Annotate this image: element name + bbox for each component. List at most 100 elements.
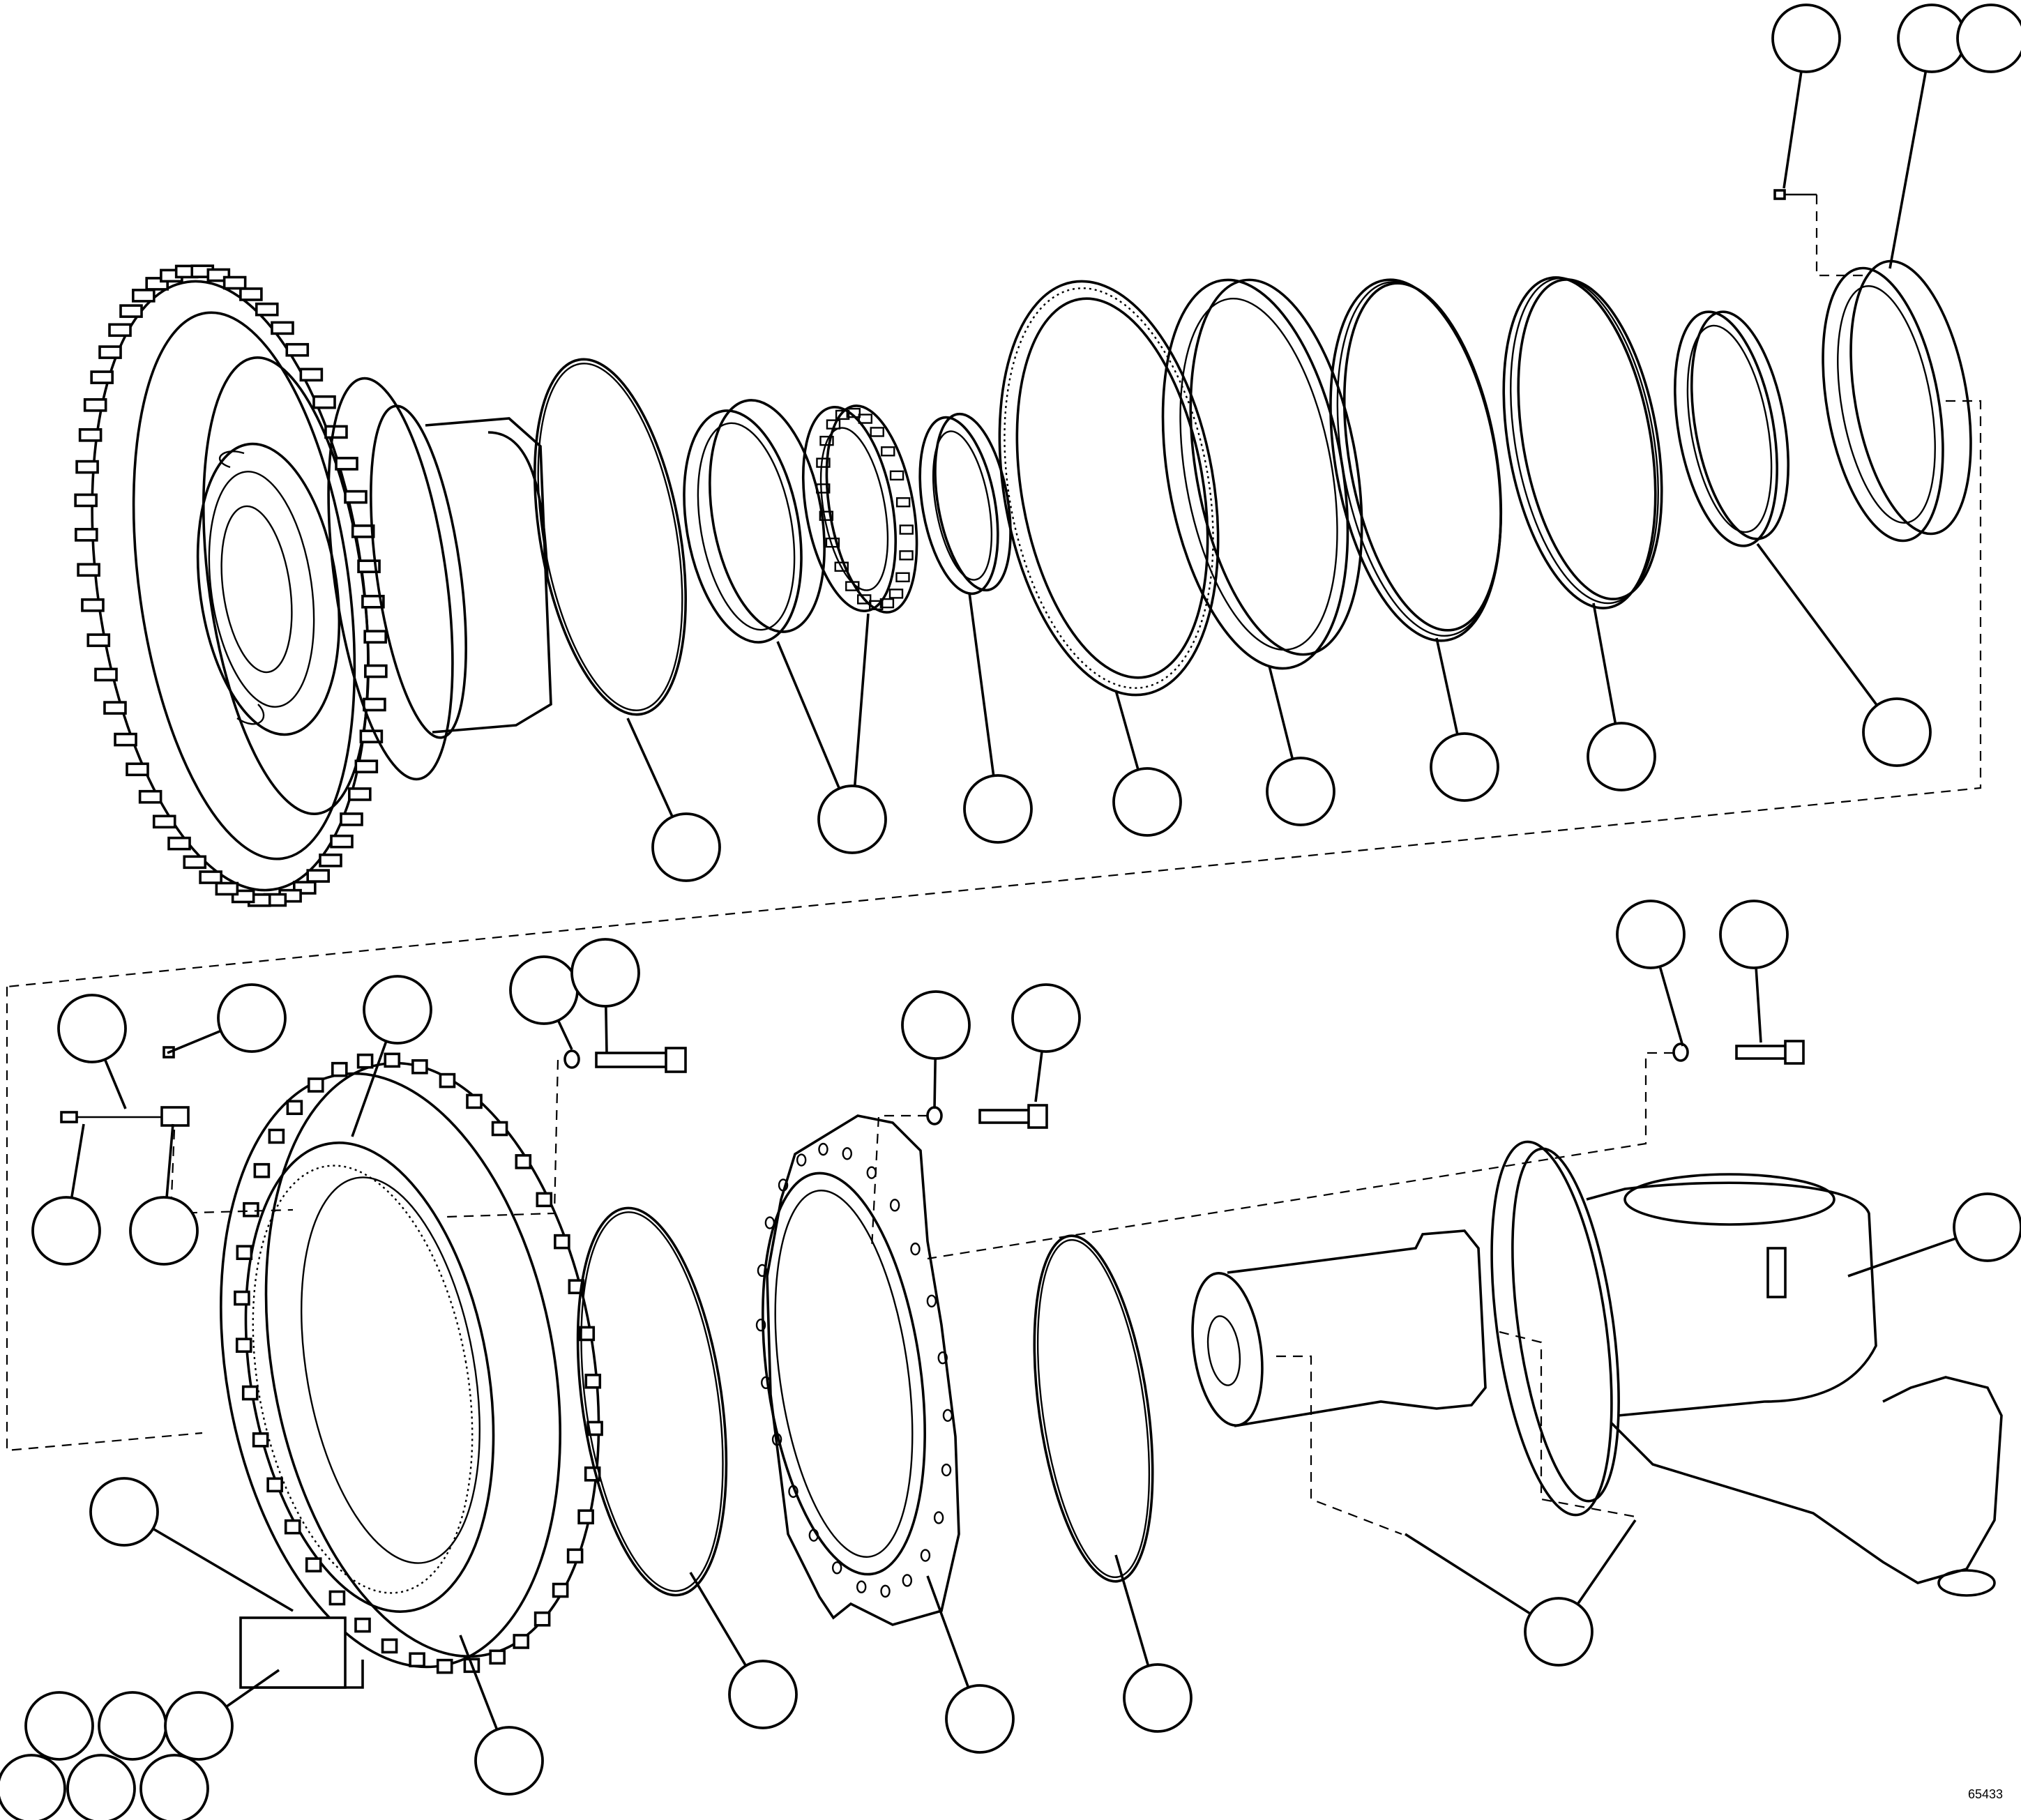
plate-bolt-hole: [933, 1511, 944, 1524]
housing-bolt: [356, 1053, 374, 1069]
plate-bolt-hole: [920, 1549, 931, 1562]
callout-bubble: [1011, 983, 1081, 1053]
wheel-stud-ring: [74, 264, 388, 907]
bearing-roller: [835, 409, 850, 420]
leader-line: [1888, 38, 1933, 269]
housing-bolt: [554, 1234, 570, 1250]
housing-bolt: [384, 1052, 401, 1068]
brake-plate: [755, 1114, 960, 1626]
housing-bolt: [305, 1557, 322, 1572]
wheel-stud: [348, 787, 372, 801]
callout-bubble: [570, 938, 640, 1008]
bearing-roller: [895, 572, 910, 583]
callout-bubble: [89, 1477, 159, 1547]
housing-bolt: [439, 1072, 456, 1089]
wheel-stud: [119, 304, 143, 318]
housing-bolt: [286, 1100, 303, 1116]
bearing-cone: [801, 404, 918, 614]
retainer-screw: [1773, 189, 1817, 200]
leader-line: [968, 592, 999, 810]
wheel-stud: [271, 321, 294, 335]
callout-bubble: [1953, 1192, 2021, 1262]
bearing-roller: [826, 419, 841, 430]
plate-bolt-hole: [889, 1199, 900, 1212]
housing-bolt: [328, 1590, 346, 1606]
wheel-stud: [114, 732, 137, 747]
callout-bubble: [817, 784, 887, 854]
lower-brake-spindle-assembly: [6, 987, 2003, 1689]
wheel-stud: [215, 881, 239, 896]
plate-bolt-hole: [771, 1433, 782, 1446]
callout-bubble: [1719, 900, 1789, 969]
wheel-stud: [83, 398, 107, 412]
wheel-stud: [222, 275, 247, 290]
bearing-roller: [879, 598, 895, 609]
housing-bolt: [515, 1154, 532, 1169]
wheel-stud: [330, 834, 354, 849]
wheel-hub: [74, 264, 552, 907]
callout-bubble: [1587, 722, 1656, 791]
wheel-stud: [138, 789, 162, 804]
wheel-stud: [86, 633, 111, 647]
plate-bolt-hole: [866, 1166, 877, 1179]
callout-bubble: [509, 955, 579, 1025]
housing-bolt: [489, 1649, 506, 1665]
plate-bolt-hole: [796, 1153, 807, 1167]
callout-bubble: [363, 975, 432, 1045]
housing-bolt: [243, 1201, 259, 1218]
wheel-stud: [167, 836, 191, 851]
bearing-roller: [834, 561, 849, 572]
bearing-rollers: [816, 407, 914, 611]
wheel-stud: [103, 701, 127, 715]
plate-bolt-hole: [941, 1463, 952, 1477]
housing-bolt: [436, 1658, 453, 1674]
callout-bubble: [24, 1691, 94, 1761]
plate-bolt-hole: [755, 1318, 766, 1332]
wheel-stud: [81, 598, 105, 612]
plate-bolt-hole: [757, 1264, 768, 1277]
wheel-stud: [364, 664, 388, 678]
housing-bolt: [533, 1611, 551, 1627]
callout-bubble: [139, 1754, 209, 1820]
wheel-stud: [340, 812, 363, 826]
wheel-stud: [324, 425, 348, 439]
housing-bolt: [466, 1093, 483, 1109]
bearing-roller: [899, 524, 914, 535]
wheel-stud: [90, 370, 114, 384]
callout-bubble: [1771, 3, 1841, 73]
bearing-roller: [819, 435, 834, 446]
callout-bubbles: [0, 3, 2021, 1820]
bearing-roller: [870, 427, 884, 437]
callout-bubble: [164, 1691, 234, 1761]
bearing-roller: [845, 581, 860, 591]
housing-bolt: [234, 1290, 250, 1306]
callout-bubble: [129, 1196, 199, 1266]
callout-bubble: [728, 1660, 798, 1729]
housing-bolt: [536, 1192, 553, 1208]
callout-bubble: [1266, 757, 1335, 826]
retainer-ring: [1822, 259, 1972, 543]
plate-bolt-hole: [808, 1529, 819, 1542]
o-ring-large: [533, 358, 687, 716]
wheel-stud: [344, 490, 368, 504]
wheel-stud: [199, 870, 222, 884]
wheel-stud: [319, 854, 342, 867]
bearing-roller: [858, 414, 872, 424]
wheel-stud: [285, 342, 310, 357]
wheel-stud: [75, 528, 98, 542]
housing-bolt: [409, 1652, 425, 1668]
bearing-roller: [889, 470, 904, 481]
callout-bubble: [1862, 697, 1932, 767]
wheel-stud: [361, 594, 385, 609]
callout-bubble: [1112, 767, 1182, 837]
plate-bolt-hole: [761, 1376, 771, 1390]
bearing-roller: [825, 537, 840, 548]
plate-bolt-hole: [818, 1142, 828, 1156]
fasteners-lower: [60, 1040, 1805, 1129]
bearing-roller: [869, 600, 884, 611]
wheel-stud: [98, 345, 122, 359]
o-ring-lower-2: [1033, 1234, 1154, 1583]
plate-bolt-hole: [764, 1216, 775, 1229]
face-seal-ring-2: [1502, 276, 1663, 609]
callout-bubble: [0, 1754, 66, 1820]
